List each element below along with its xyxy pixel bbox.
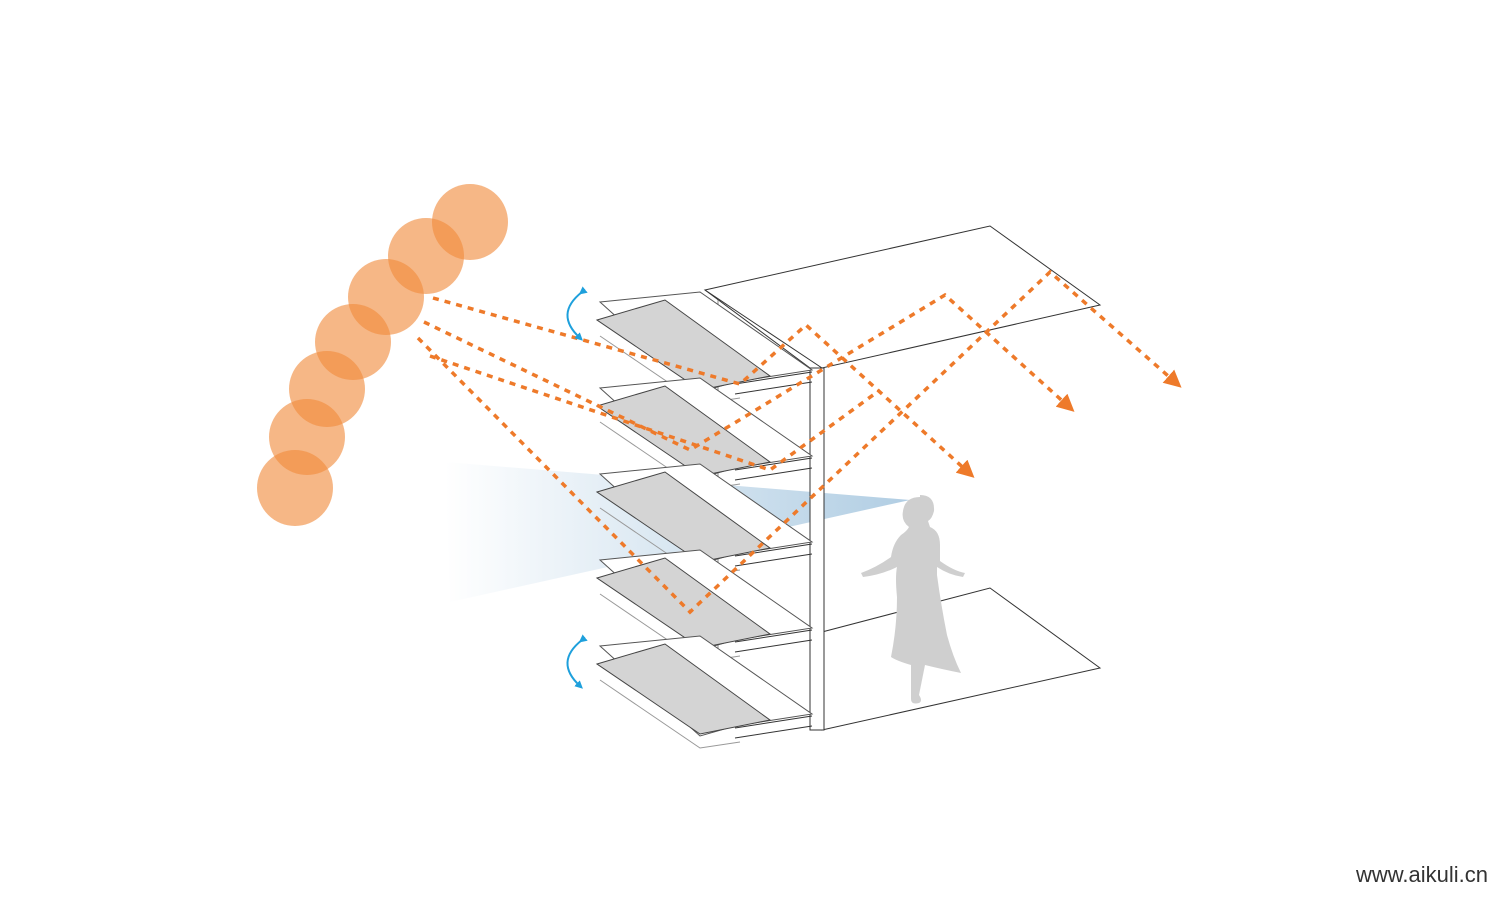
watermark: www.aikuli.cn	[1355, 862, 1488, 887]
louver-blade	[595, 291, 814, 405]
louver-blade	[595, 635, 814, 749]
louver-stack	[595, 291, 814, 749]
light-ray	[423, 292, 1075, 452]
sun-path	[257, 184, 508, 526]
light-ray	[429, 354, 882, 472]
rotation-arrow-bottom-icon	[566, 634, 588, 689]
light-ray	[432, 296, 975, 478]
light-ray	[416, 269, 1182, 615]
floor-plane	[821, 587, 1102, 731]
ceiling-plane	[703, 225, 1102, 369]
louver-blade	[595, 463, 814, 577]
rotation-arrow-top-icon	[566, 286, 588, 341]
light-rays	[416, 269, 1182, 615]
person-silhouette	[861, 495, 965, 704]
sun-position	[432, 184, 508, 260]
